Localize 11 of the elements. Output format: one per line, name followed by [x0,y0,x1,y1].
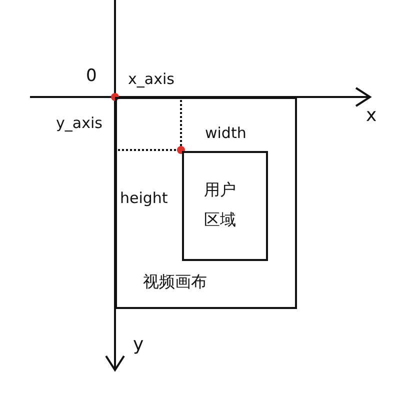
axis-label: y [133,334,144,355]
axis-name: x_axis [128,70,174,88]
dimension-label: height [120,189,168,207]
area-label: 视频画布 [143,271,208,293]
canvas-box [115,97,297,309]
axis-name: y_axis [56,114,102,132]
dimension-label: width [205,124,246,142]
area-label: 用户区域 [204,179,237,232]
origin-label: 0 [86,66,97,86]
axis-label: x [366,105,377,126]
user-area-box [182,151,268,261]
